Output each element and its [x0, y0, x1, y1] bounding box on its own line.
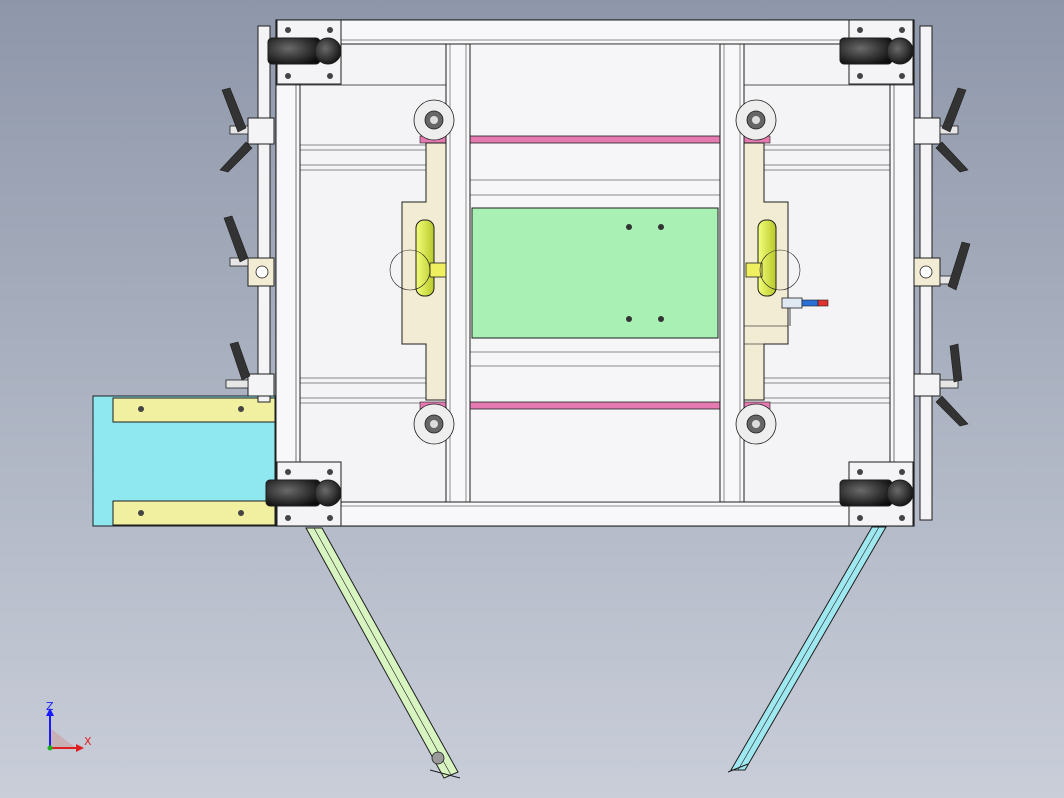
right-yellow-wheel[interactable]: [745, 219, 801, 297]
bearing-icon: [413, 403, 455, 445]
bearing-icon: [735, 403, 777, 445]
toggle-clamp-icon[interactable]: [223, 215, 275, 287]
toggle-clamp-icon[interactable]: [913, 87, 969, 173]
green-work-panel: [471, 207, 719, 339]
toggle-clamp-icon[interactable]: [219, 87, 275, 173]
left-guide-bar[interactable]: [257, 25, 271, 403]
top-yellow-plate: [112, 397, 276, 423]
bottom-pink-bar: [469, 401, 721, 410]
top-pink-bar: [469, 135, 721, 144]
proximity-sensor[interactable]: [781, 297, 829, 326]
bearing-icon: [735, 99, 777, 141]
left-angled-leg[interactable]: [305, 527, 461, 779]
bottom-yellow-plate: [112, 500, 276, 526]
toggle-clamp-icon[interactable]: [225, 341, 275, 397]
axis-triad-icon: Z X: [46, 700, 92, 752]
left-yellow-wheel[interactable]: [389, 219, 447, 297]
toggle-clamp-icon[interactable]: [913, 343, 969, 427]
center-table[interactable]: [469, 43, 721, 503]
x-axis-label: X: [84, 735, 92, 748]
bearing-icon: [413, 99, 455, 141]
caster-wheel-icon[interactable]: [839, 19, 914, 85]
caster-wheel-icon[interactable]: [265, 461, 342, 527]
caster-wheel-icon[interactable]: [267, 19, 342, 85]
right-angled-leg[interactable]: [727, 526, 887, 773]
z-axis-label: Z: [46, 700, 54, 713]
caster-wheel-icon[interactable]: [839, 461, 914, 527]
side-conveyor-block[interactable]: [92, 395, 276, 527]
toggle-clamp-icon[interactable]: [913, 241, 971, 291]
